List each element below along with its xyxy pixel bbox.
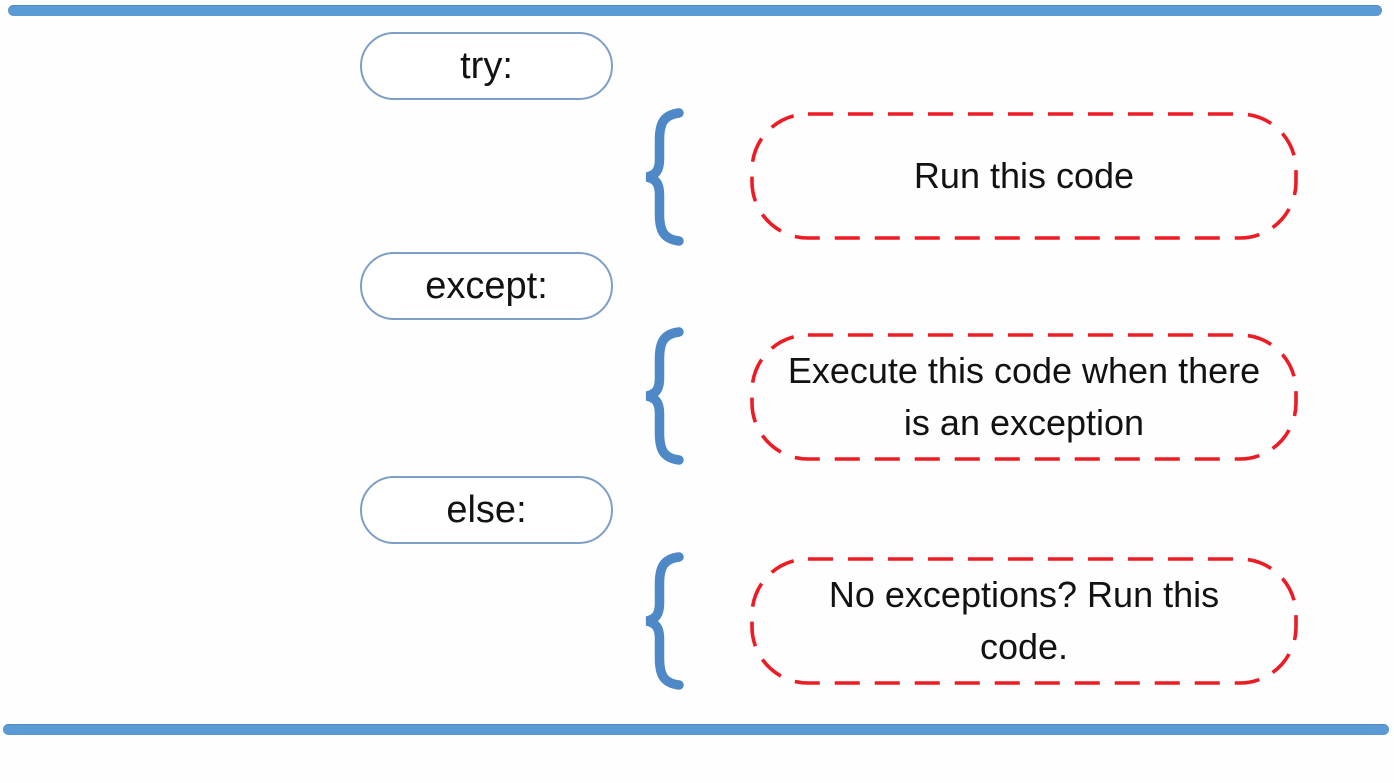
description-box-except: Execute this code when there is an excep… bbox=[750, 333, 1298, 461]
description-text-try: Run this code bbox=[913, 154, 1135, 196]
keyword-pill-else: else: bbox=[360, 476, 613, 544]
keyword-label-else: else: bbox=[446, 488, 527, 531]
description-box-else: No exceptions? Run this code. bbox=[750, 557, 1298, 685]
dashed-outline bbox=[750, 557, 1298, 685]
dashed-outline bbox=[750, 112, 1298, 240]
curly-brace-icon bbox=[638, 107, 688, 247]
keyword-label-except: except: bbox=[425, 264, 548, 307]
top-border-line bbox=[8, 5, 1382, 16]
dashed-outline bbox=[750, 333, 1298, 461]
description-box-try: Run this code bbox=[750, 112, 1298, 240]
curly-brace-icon bbox=[638, 551, 688, 691]
keyword-pill-try: try: bbox=[360, 32, 613, 100]
keyword-label-try: try: bbox=[460, 44, 513, 87]
description-text-except: Execute this code when there is an excep… bbox=[787, 349, 1261, 443]
keyword-pill-except: except: bbox=[360, 252, 613, 320]
curly-brace-icon bbox=[638, 326, 688, 466]
bottom-border-line bbox=[3, 724, 1389, 735]
description-text-else: No exceptions? Run this code. bbox=[828, 573, 1220, 667]
